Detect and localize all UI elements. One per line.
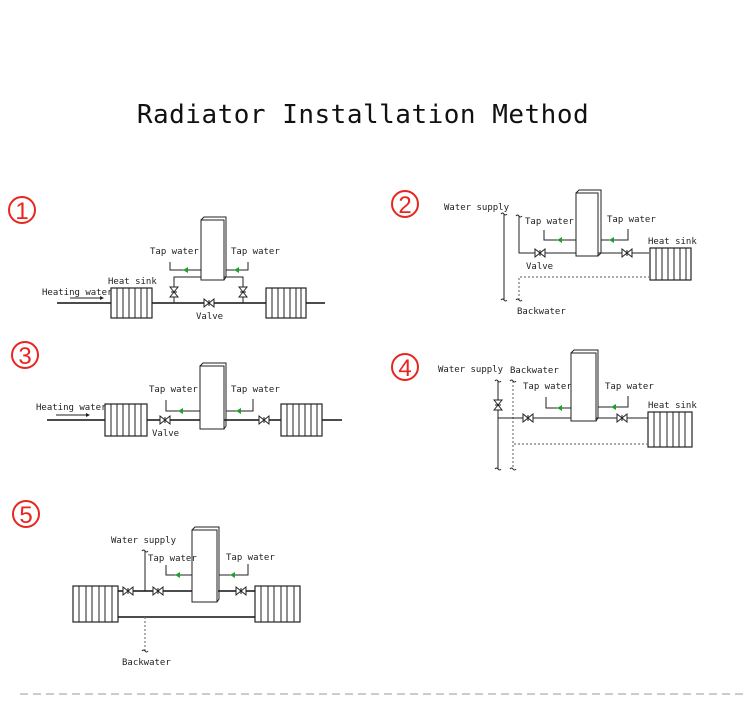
water-heater-tank (575, 189, 602, 257)
label-tap-water: Tap water (148, 554, 197, 564)
water-heater-tank (191, 526, 220, 603)
method-2: 2 Water supply Tap water Tap water Heat … (391, 189, 697, 317)
water-heater-tank (570, 349, 599, 422)
label-heat-sink: Heat sink (648, 237, 697, 247)
tap-pipe-left (545, 397, 571, 409)
label-tap-water: Tap water (231, 247, 280, 257)
label-backwater: Backwater (517, 307, 566, 317)
number-badge-3: 3 (11, 341, 39, 370)
radiator (647, 411, 693, 448)
tap-pipe-right (601, 229, 629, 241)
tap-pipe-right (219, 564, 249, 576)
label-tap-water: Tap water (231, 385, 280, 395)
number-badge-2: 2 (391, 190, 419, 219)
method-4: 4 Water supply Backwater Tap water Tap w… (391, 349, 697, 471)
tap-pipe-left (543, 230, 576, 241)
tap-pipe-left (165, 400, 200, 412)
flow-arrow-icon (236, 408, 241, 414)
water-heater-tank (200, 216, 227, 281)
tap-pipe-right (226, 262, 249, 271)
radiator-right (265, 287, 307, 319)
flow-arrow-icon (175, 572, 180, 578)
method-5: 5 Water supply (12, 500, 301, 668)
label-tap-water: Tap water (523, 382, 572, 392)
valve-icon (152, 586, 164, 596)
label-valve: Valve (526, 262, 553, 272)
page-title: Radiator Installation Method (136, 100, 590, 130)
flow-arrow-icon (557, 405, 562, 411)
radiator-right (254, 585, 301, 623)
valve-icon (621, 248, 633, 258)
flow-arrow-icon (230, 572, 235, 578)
number-badge-4: 4 (391, 353, 419, 382)
radiator-right (280, 403, 323, 437)
backwater-pipe (518, 276, 650, 300)
flow-arrow-icon (557, 237, 562, 243)
valve-icon (493, 399, 503, 411)
tap-pipe-left (165, 565, 192, 576)
label-tap-water: Tap water (525, 217, 574, 227)
number-badge-5: 5 (12, 500, 40, 529)
svg-text:1: 1 (15, 198, 28, 225)
flow-arrow-icon (178, 408, 183, 414)
label-tap-water: Tap water (605, 382, 654, 392)
label-heat-sink: Heat sink (648, 401, 697, 411)
valve-icon (534, 248, 546, 258)
label-water-supply: Water supply (438, 365, 504, 375)
svg-text:4: 4 (398, 355, 411, 382)
method-1: 1 Heating water Heat sink (8, 196, 325, 322)
water-heater-tank (199, 362, 227, 430)
svg-text:5: 5 (19, 502, 32, 529)
label-tap-water: Tap water (226, 553, 275, 563)
branch-pipe-right (224, 276, 244, 303)
tap-pipe-right (226, 399, 254, 412)
radiator (649, 247, 692, 281)
valve-icon (616, 413, 628, 423)
valve-icon (258, 415, 270, 425)
svg-text:2: 2 (398, 192, 411, 219)
valve-icon (203, 298, 215, 308)
label-valve: Valve (152, 429, 179, 439)
radiator-left (110, 287, 153, 319)
valve-icon (522, 413, 534, 423)
number-badge-1: 1 (8, 196, 36, 225)
label-heat-sink: Heat sink (108, 277, 157, 287)
branch-pipe-left (173, 276, 201, 303)
radiator-left (104, 403, 148, 437)
label-heating-water: Heating water (36, 403, 107, 413)
tap-pipe-right (598, 396, 629, 408)
label-valve: Valve (196, 312, 223, 322)
radiator-left (72, 585, 119, 623)
tap-pipe-left (169, 262, 201, 271)
flow-arrow-icon (183, 267, 188, 273)
label-water-supply: Water supply (111, 536, 177, 546)
label-tap-water: Tap water (149, 385, 198, 395)
label-backwater: Backwater (122, 658, 171, 668)
flow-arrow-icon (609, 237, 614, 243)
method-3: 3 Heating water Tap water Tap water (11, 341, 342, 439)
valve-icon (122, 586, 134, 596)
svg-text:3: 3 (18, 343, 31, 370)
label-water-supply: Water supply (444, 203, 510, 213)
label-backwater: Backwater (510, 366, 559, 376)
flow-arrow-icon (234, 267, 239, 273)
valve-icon (159, 415, 171, 425)
flow-arrow-icon (611, 404, 616, 410)
branch-pipe (518, 216, 576, 254)
valve-icon (169, 286, 179, 298)
label-tap-water: Tap water (150, 247, 199, 257)
label-heating-water: Heating water (42, 288, 113, 298)
valve-icon (235, 586, 247, 596)
valve-icon (238, 286, 248, 298)
label-tap-water: Tap water (607, 215, 656, 225)
